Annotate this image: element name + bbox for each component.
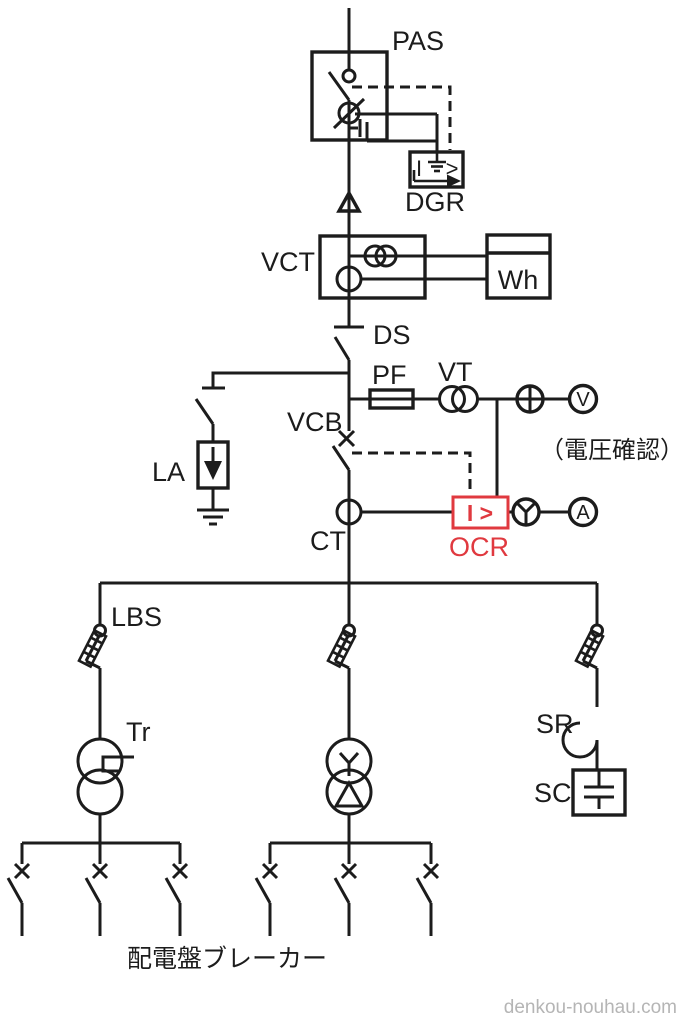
la-earth-icon bbox=[197, 508, 229, 526]
dgr-threshold-symbol: > bbox=[446, 156, 459, 181]
vct-ct-icon bbox=[335, 265, 363, 293]
sr-label: SR bbox=[536, 709, 574, 739]
zct-icon bbox=[332, 97, 366, 130]
tr-label: Tr bbox=[126, 717, 150, 747]
pf-vt-branch: PF VT V （電圧確認） bbox=[368, 357, 683, 464]
wh-meter-box bbox=[485, 233, 552, 300]
ammeter-letter: A bbox=[576, 502, 590, 524]
pf-fuse-icon bbox=[368, 388, 415, 410]
voltage-check-note: （電圧確認） bbox=[540, 437, 683, 464]
voltmeter-letter: V bbox=[576, 389, 590, 411]
single-phase-transformer: Tr bbox=[76, 717, 150, 816]
breaker-symbol bbox=[415, 841, 440, 938]
control-wiring bbox=[352, 85, 472, 495]
sc-label: SC bbox=[534, 778, 572, 808]
watermark: denkou-nouhau.com bbox=[504, 997, 677, 1018]
pas-trip-control-line bbox=[352, 85, 452, 150]
la-switch-blade bbox=[194, 398, 215, 425]
ds-blade bbox=[333, 336, 351, 361]
vct-box bbox=[318, 234, 427, 300]
switchboard-breakers-left bbox=[6, 841, 189, 938]
la-arrester-box bbox=[196, 440, 230, 490]
pas-switch-blade bbox=[327, 71, 351, 101]
dgr-earth-icon bbox=[428, 152, 446, 173]
vt-icon bbox=[438, 385, 479, 413]
vcb-blade bbox=[331, 445, 351, 471]
pas-switch-contact bbox=[341, 68, 357, 84]
vcb-trip-control-line bbox=[352, 451, 472, 495]
pas-coupling-capacitor-icon bbox=[358, 119, 369, 141]
vt-label: VT bbox=[438, 357, 473, 387]
three-phase-transformer bbox=[325, 737, 373, 816]
vct-label: VCT bbox=[261, 247, 315, 277]
pf-label: PF bbox=[372, 360, 407, 390]
vct-metering: VCT Wh bbox=[261, 233, 552, 300]
pas-label: PAS bbox=[392, 26, 444, 56]
delta-winding-icon bbox=[333, 779, 365, 808]
vacuum-circuit-breaker: VCB bbox=[287, 407, 356, 471]
series-reactor-icon bbox=[561, 721, 599, 759]
lbs-label: LBS bbox=[111, 602, 162, 632]
ammeter-switch-icon bbox=[511, 497, 541, 527]
breaker-symbol bbox=[84, 841, 109, 938]
wye-winding-icon bbox=[338, 751, 360, 776]
voltmeter-switch-icon bbox=[515, 384, 545, 414]
voltmeter: V bbox=[567, 383, 599, 415]
wh-meter-label: Wh bbox=[498, 265, 539, 295]
ocr-relay-box bbox=[451, 495, 510, 530]
breaker-symbol bbox=[6, 841, 31, 938]
dgr-direction-arrow-icon bbox=[412, 170, 461, 188]
pas-switchgear: PAS bbox=[310, 26, 444, 142]
ct-label: CT bbox=[310, 526, 346, 556]
vcb-label: VCB bbox=[287, 407, 343, 437]
breaker-symbol bbox=[333, 841, 358, 938]
lightning-arrester: LA bbox=[152, 386, 230, 526]
cable-head-icon bbox=[336, 189, 362, 213]
disconnect-switch: DS bbox=[333, 320, 411, 361]
switchboard-breaker-caption: 配電盤ブレーカー bbox=[127, 945, 327, 973]
pas-enclosure bbox=[310, 50, 389, 142]
lbs-symbol-left bbox=[77, 581, 108, 670]
vct-vt-icon bbox=[363, 244, 398, 268]
ocr-element-text: I > bbox=[467, 500, 493, 526]
dgr-label: DGR bbox=[405, 187, 465, 217]
dgr-relay: I > DGR bbox=[405, 150, 465, 217]
lbs-row: LBS bbox=[77, 581, 605, 670]
capacitor-icon bbox=[584, 770, 614, 809]
la-arrow-icon bbox=[204, 447, 222, 480]
la-label: LA bbox=[152, 457, 185, 487]
dgr-current-symbol: I bbox=[416, 156, 422, 181]
switchboard-breakers-middle bbox=[254, 841, 440, 938]
ct-icon bbox=[335, 498, 363, 526]
ocr-label: OCR bbox=[449, 532, 509, 562]
breaker-symbol bbox=[164, 841, 189, 938]
lbs-symbol-middle bbox=[326, 581, 357, 670]
ct-ocr-branch: CT I > OCR A bbox=[310, 495, 599, 562]
single-phase-3wire-icon bbox=[101, 755, 134, 773]
capacitor-branch: SR SC bbox=[534, 709, 627, 817]
lbs-symbol-right bbox=[574, 581, 605, 670]
ammeter: A bbox=[567, 496, 599, 528]
ds-label: DS bbox=[373, 320, 411, 350]
breaker-symbol bbox=[254, 841, 279, 938]
